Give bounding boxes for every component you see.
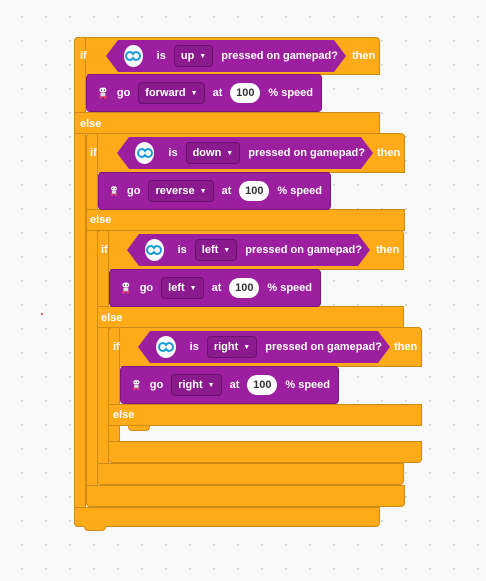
block-notch (128, 426, 150, 431)
canvas-marker (41, 313, 43, 315)
if-else-block-4-footer (108, 441, 422, 463)
button-dropdown[interactable]: left ▼ (195, 239, 237, 261)
caret-down-icon: ▼ (207, 381, 215, 389)
is-label: is (189, 341, 199, 353)
drive-block-reverse[interactable]: go reverse ▼ at 100 % speed (98, 172, 331, 210)
pressed-label: pressed on gamepad? (221, 50, 338, 62)
button-dropdown[interactable]: down ▼ (186, 142, 241, 164)
caret-down-icon: ▼ (190, 89, 198, 97)
gamepad-icon (156, 336, 176, 358)
condition-gamepad-up[interactable]: is up ▼ pressed on gamepad? (106, 40, 346, 72)
then-keyword: then (376, 244, 400, 256)
then-keyword: then (352, 50, 376, 62)
direction-dropdown[interactable]: reverse ▼ (148, 180, 214, 202)
robot-icon (111, 186, 117, 196)
go-label: go (139, 282, 154, 294)
caret-down-icon: ▼ (199, 52, 207, 60)
pressed-label: pressed on gamepad? (248, 147, 365, 159)
go-label: go (127, 185, 141, 197)
caret-down-icon: ▼ (199, 187, 207, 195)
caret-down-icon: ▼ (223, 246, 231, 254)
gamepad-icon (145, 239, 164, 261)
speed-unit-label: % speed (285, 379, 330, 391)
speed-input[interactable]: 100 (230, 83, 261, 103)
if-keyword: if (80, 50, 87, 62)
else-keyword: else (90, 214, 112, 226)
else-keyword: else (80, 118, 102, 130)
caret-down-icon: ▼ (243, 343, 251, 351)
pressed-label: pressed on gamepad? (245, 244, 362, 256)
if-else-block-2-else-bar (86, 209, 405, 231)
speed-unit-label: % speed (268, 87, 313, 99)
is-label: is (168, 147, 178, 159)
speed-input[interactable]: 100 (247, 375, 278, 395)
drive-block-left[interactable]: go left ▼ at 100 % speed (109, 269, 321, 307)
then-keyword: then (377, 147, 401, 159)
if-keyword: if (101, 244, 108, 256)
condition-gamepad-right[interactable]: is right ▼ pressed on gamepad? (138, 331, 390, 363)
button-dropdown[interactable]: up ▼ (174, 45, 213, 67)
go-label: go (116, 87, 131, 99)
if-else-block-2-footer (86, 485, 405, 507)
gamepad-icon (135, 142, 154, 164)
else-keyword: else (113, 409, 135, 421)
at-label: at (211, 282, 222, 294)
if-else-block-1-footer (74, 507, 380, 527)
dropdown-value: reverse (155, 185, 195, 197)
if-else-block-3-else-bar (97, 306, 404, 328)
robot-icon (99, 87, 107, 99)
drive-block-right[interactable]: go right ▼ at 100 % speed (120, 366, 339, 404)
block-notch (84, 526, 106, 531)
is-label: is (177, 244, 187, 256)
else-keyword: else (101, 312, 123, 324)
speed-unit-label: % speed (277, 185, 322, 197)
pressed-label: pressed on gamepad? (265, 341, 382, 353)
speed-input[interactable]: 100 (229, 278, 260, 298)
robot-icon (133, 380, 140, 390)
gamepad-icon (124, 45, 143, 67)
caret-down-icon: ▼ (189, 284, 197, 292)
dropdown-value: left (201, 244, 219, 256)
condition-gamepad-down[interactable]: is down ▼ pressed on gamepad? (117, 137, 373, 169)
caret-down-icon: ▼ (226, 149, 234, 157)
if-else-block-1-else-bar (74, 112, 380, 134)
is-label: is (156, 50, 166, 62)
at-label: at (229, 379, 240, 391)
speed-input[interactable]: 100 (239, 181, 270, 201)
if-keyword: if (113, 341, 120, 353)
at-label: at (221, 185, 232, 197)
drive-block-forward[interactable]: go forward ▼ at 100 % speed (86, 74, 322, 112)
dropdown-value: right (213, 341, 239, 353)
robot-icon (122, 282, 130, 294)
speed-unit-label: % speed (267, 282, 312, 294)
empty-else-slot[interactable] (120, 426, 422, 441)
direction-dropdown[interactable]: left ▼ (161, 277, 204, 299)
direction-dropdown[interactable]: forward ▼ (138, 82, 205, 104)
dropdown-value: down (192, 147, 222, 159)
if-else-block-1-arm (74, 37, 86, 527)
dropdown-value: right (178, 379, 203, 391)
if-else-block-4-else-bar (108, 404, 422, 426)
dropdown-value: up (180, 50, 195, 62)
condition-gamepad-left[interactable]: is left ▼ pressed on gamepad? (127, 234, 370, 266)
if-keyword: if (90, 147, 97, 159)
if-else-block-3-footer (97, 463, 404, 485)
dropdown-value: forward (145, 87, 186, 99)
direction-dropdown[interactable]: right ▼ (171, 374, 222, 396)
go-label: go (149, 379, 164, 391)
then-keyword: then (394, 341, 418, 353)
at-label: at (212, 87, 223, 99)
button-dropdown[interactable]: right ▼ (207, 336, 257, 358)
dropdown-value: left (168, 282, 185, 294)
